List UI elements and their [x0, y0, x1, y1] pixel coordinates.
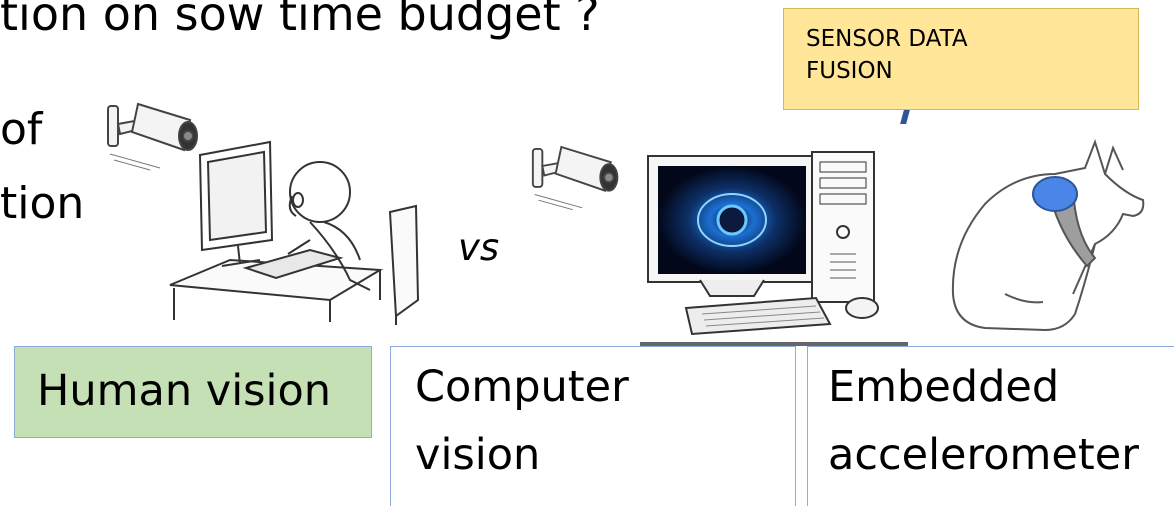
- desktop-computer-illustration: [640, 151, 908, 346]
- fusion-box-line2: FUSION: [806, 58, 893, 84]
- human-vision-label: Human vision: [37, 366, 332, 416]
- fusion-box-line1: SENSOR DATA: [806, 26, 968, 52]
- slide-title-fragment: tion on sow time budget ?: [0, 0, 600, 41]
- computer-vision-label-line2: vision: [415, 430, 541, 480]
- human-vision-box: Human vision: [14, 346, 372, 438]
- blue-text-fragment: [900, 110, 910, 124]
- computer-vision-box: Computer vision: [390, 346, 796, 506]
- left-text-line2: tion: [0, 178, 85, 229]
- accelerometer-sensor-icon: [1032, 176, 1078, 212]
- cctv-camera-icon: [107, 102, 198, 171]
- cctv-camera-icon: [531, 145, 619, 211]
- pig-with-sensor-collar-illustration: [951, 138, 1145, 332]
- sensor-data-fusion-box: SENSOR DATA FUSION: [783, 8, 1139, 110]
- embedded-accelerometer-label-line1: Embedded: [828, 362, 1060, 412]
- embedded-accelerometer-box: Embedded accelerometer: [807, 346, 1174, 506]
- person-at-computer-illustration: [169, 140, 420, 325]
- computer-vision-label-line1: Computer: [415, 362, 629, 412]
- embedded-accelerometer-label-line2: accelerometer: [828, 430, 1139, 480]
- left-text-line1: of: [0, 104, 43, 155]
- versus-label: vs: [458, 226, 500, 269]
